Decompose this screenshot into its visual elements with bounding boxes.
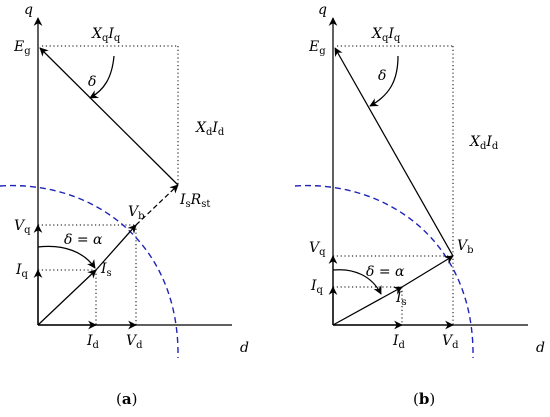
circle-arc-b: [294, 184, 474, 359]
xdid-label-b: XdId: [469, 134, 499, 152]
isrst-arrow-a: [135, 184, 179, 226]
delta-arc-b: [369, 55, 399, 107]
eg-arrow-a: [39, 47, 179, 186]
caption-b: (b): [413, 390, 435, 408]
is-arrow-a: [37, 269, 97, 326]
delta-alpha-arc-b: [332, 269, 382, 295]
eg-label-b: Eg: [308, 39, 326, 57]
delta-alpha-label-a: δ = α: [64, 232, 103, 248]
isrst-label-a: IsRst: [179, 192, 210, 210]
xdid-label-a: XdId: [195, 120, 225, 138]
circle-arc-a: [0, 184, 179, 359]
panel-a: q d Eg XqIq δ XdId IsRst Vq Vb δ = α Iq …: [0, 2, 249, 408]
d-axis-label-a: d: [240, 340, 249, 356]
vb-arrow-b: [401, 255, 454, 288]
vb-label-a: Vb: [128, 204, 145, 222]
delta-alpha-label-b: δ = α: [366, 264, 405, 280]
delta-label-b: δ: [378, 68, 386, 84]
d-axis-label-b: d: [536, 340, 545, 356]
is-arrow-b: [332, 286, 403, 326]
id-label-b: Id: [392, 333, 406, 351]
vq-label-a: Vq: [14, 218, 31, 236]
delta-arc-a: [89, 55, 115, 99]
q-axis-label-a: q: [24, 2, 33, 18]
panel-b: q d Eg XqIq δ XdId Vb Vq δ = α Iq Is Id …: [294, 2, 545, 408]
eg-arrow-b: [334, 47, 454, 257]
delta-label-a: δ: [88, 74, 96, 90]
vd-label-b: Vd: [442, 333, 459, 351]
vd-label-a: Vd: [126, 333, 143, 351]
xqiq-label-b: XqIq: [371, 26, 401, 44]
iq-label-a: Iq: [15, 262, 29, 280]
xqiq-label-a: XqIq: [91, 26, 121, 44]
vb-arrow-a: [95, 224, 137, 271]
iq-label-b: Iq: [310, 278, 324, 296]
is-label-a: Is: [100, 261, 112, 279]
delta-alpha-arc-a: [37, 245, 96, 269]
vq-label-b: Vq: [309, 240, 326, 258]
eg-label-a: Eg: [13, 39, 31, 57]
caption-a: (a): [116, 390, 137, 408]
is-label-b: Is: [395, 290, 407, 308]
q-axis-label-b: q: [318, 2, 327, 18]
id-label-a: Id: [86, 333, 100, 351]
vb-label-b: Vb: [457, 238, 474, 256]
